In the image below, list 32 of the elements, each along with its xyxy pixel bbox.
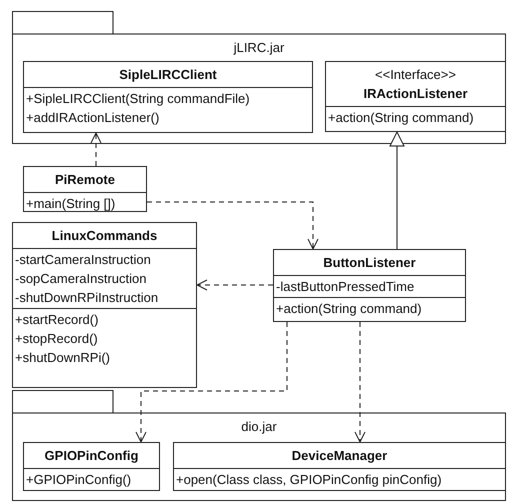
dependency-arrow (354, 322, 366, 442)
class-operation: +main(String []) (26, 195, 116, 213)
class-operation: +open(Class class, GPIOPinConfig pinConfig) (176, 471, 443, 489)
class-operation: +stopRecord() (15, 330, 99, 348)
dependency-arrow (136, 322, 288, 442)
stereotype-label: <<Interface>> (374, 66, 457, 84)
class-operation: +startRecord() (15, 311, 100, 329)
class-name: DeviceManager (290, 447, 388, 465)
class-attribute: -shutDownRPiInstruction (15, 289, 160, 307)
dependency-arrow (196, 280, 274, 290)
package-folder (12, 11, 506, 144)
class-name: ButtonListener (322, 254, 417, 272)
package-name: dio.jar (241, 419, 277, 434)
class-name: GPIOPinConfig (44, 447, 140, 465)
class-name: PiRemote (54, 171, 116, 189)
realization-arrow (390, 132, 404, 250)
class-operation: +action(String command) (328, 109, 475, 127)
class-operation: +shutDownRPi() (15, 349, 112, 367)
class-operation: +addIRActionListener() (26, 109, 160, 127)
class-attribute: -startCameraInstruction (15, 251, 152, 269)
class-name: LinuxCommands (50, 227, 158, 245)
class-operation: +GPIOPinConfig() (26, 471, 132, 489)
class-attribute: -sopCameraInstruction (15, 270, 148, 288)
package-folder (12, 390, 506, 501)
dependency-arrow (90, 132, 102, 166)
class-name: SipleLIRCClient (118, 66, 218, 84)
class-attribute: -lastButtonPressedTime (276, 278, 416, 296)
dependency-arrow (146, 202, 318, 250)
class-name: IRActionListener (362, 85, 468, 103)
class-operation: +action(String command) (276, 300, 423, 318)
class-operation: +SipleLIRCClient(String commandFile) (26, 90, 251, 108)
package-name: jLIRC.jar (234, 40, 284, 55)
